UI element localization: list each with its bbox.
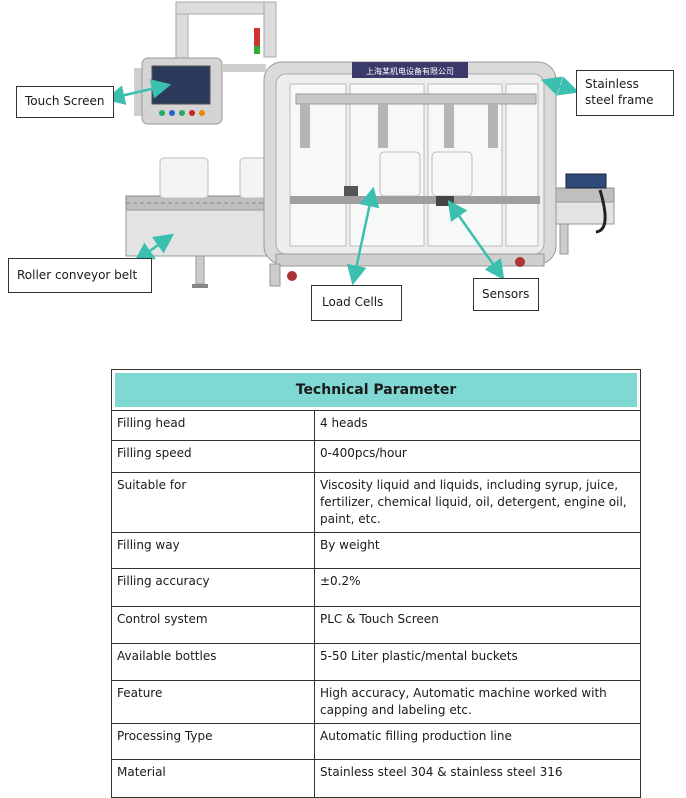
table-title: Technical Parameter	[115, 373, 637, 407]
param-name: Available bottles	[111, 643, 315, 681]
param-value: By weight	[314, 532, 641, 569]
table-header-cell: Technical Parameter	[111, 369, 641, 411]
param-value: 5-50 Liter plastic/mental buckets	[314, 643, 641, 681]
table-row: Filling head 4 heads	[111, 410, 641, 441]
table-row: Available bottles 5-50 Liter plastic/men…	[111, 643, 641, 681]
param-value: Automatic filling production line	[314, 723, 641, 760]
param-value: High accuracy, Automatic machine worked …	[314, 680, 641, 724]
param-name: Suitable for	[111, 472, 315, 533]
label-stainless-frame: Stainless steel frame	[576, 70, 674, 116]
arrow-touch-screen	[104, 79, 172, 105]
param-name: Filling speed	[111, 440, 315, 473]
label-touch-screen: Touch Screen	[16, 86, 114, 118]
machine-frame: 上海某机电设备有限公司	[263, 61, 557, 287]
param-name: Feature	[111, 680, 315, 724]
label-load-cells: Load Cells	[311, 285, 402, 321]
label-sensors: Sensors	[473, 278, 539, 311]
param-name: Filling accuracy	[111, 568, 315, 607]
param-value: 4 heads	[314, 410, 641, 441]
machine-illustration: 上海某机电设备有限公司	[104, 1, 615, 288]
arrow-stainless-frame	[540, 76, 580, 96]
param-value: Stainless steel 304 & stainless steel 31…	[314, 759, 641, 798]
table-header-row: Technical Parameter	[111, 369, 641, 411]
arrow-load-cells	[346, 186, 380, 286]
machine-figure: 上海某机电设备有限公司	[0, 0, 686, 330]
param-value: ±0.2%	[314, 568, 641, 607]
label-roller-conveyor: Roller conveyor belt	[8, 258, 152, 293]
table-row: Suitable for Viscosity liquid and liquid…	[111, 472, 641, 533]
table-row: Material Stainless steel 304 & stainless…	[111, 759, 641, 798]
param-value: PLC & Touch Screen	[314, 606, 641, 644]
param-name: Processing Type	[111, 723, 315, 760]
table-row: Control system PLC & Touch Screen	[111, 606, 641, 644]
arrow-sensors	[447, 199, 505, 281]
technical-parameter-table: Technical Parameter Filling head 4 heads…	[111, 369, 641, 798]
brand-plate-text: 上海某机电设备有限公司	[366, 66, 454, 76]
param-name: Material	[111, 759, 315, 798]
param-value: 0-400pcs/hour	[314, 440, 641, 473]
param-name: Control system	[111, 606, 315, 644]
table-row: Filling accuracy ±0.2%	[111, 568, 641, 607]
table-row: Processing Type Automatic filling produc…	[111, 723, 641, 760]
table-row: Filling speed 0-400pcs/hour	[111, 440, 641, 473]
callout-arrows	[104, 76, 580, 286]
param-name: Filling head	[111, 410, 315, 441]
arrow-roller-conveyor	[133, 233, 175, 263]
overhead-pipe	[175, 1, 277, 71]
control-panel	[134, 57, 266, 125]
param-name: Filling way	[111, 532, 315, 569]
table-row: Feature High accuracy, Automatic machine…	[111, 680, 641, 724]
param-value: Viscosity liquid and liquids, including …	[314, 472, 641, 533]
table-row: Filling way By weight	[111, 532, 641, 569]
